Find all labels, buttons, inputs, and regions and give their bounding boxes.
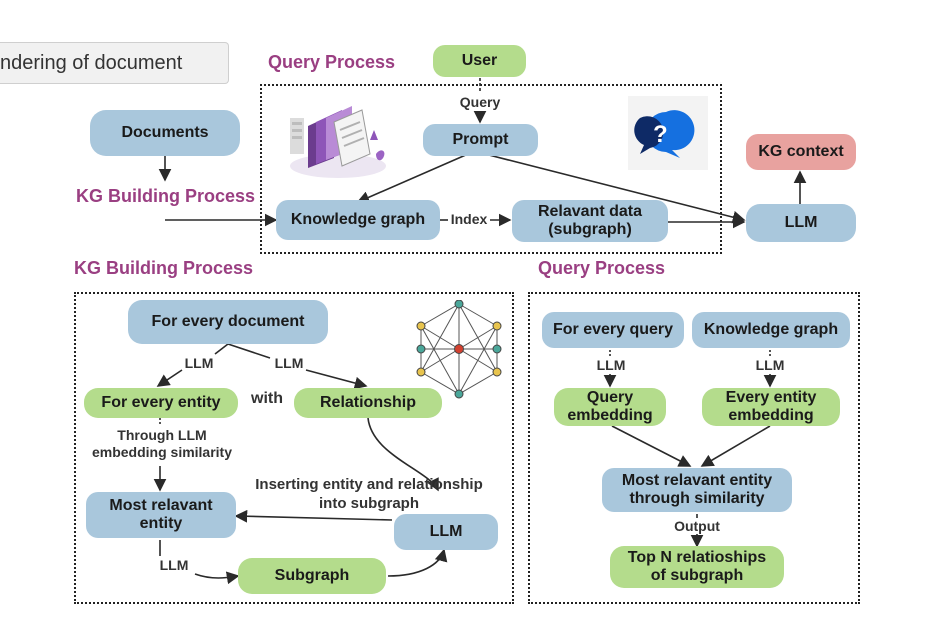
for-every-query-node: For every query — [542, 312, 684, 348]
relevant-data-line1: Relavant data — [537, 202, 643, 220]
entity-embedding-node: Every entity embedding — [702, 388, 840, 426]
query-process-frame — [260, 84, 722, 254]
right-knowledge-graph-node: Knowledge graph — [692, 312, 850, 348]
left-llm-node: LLM — [394, 514, 498, 550]
output-label: Output — [674, 518, 720, 534]
top-n-line2: of subgraph — [650, 567, 744, 584]
through-llm-label: Through LLM embedding similarity — [74, 427, 250, 461]
most-relevant-entity-node: Most relavant entity — [86, 492, 236, 538]
svg-text:?: ? — [653, 121, 668, 148]
index-label: Index — [450, 211, 488, 227]
relevant-data-line2: (subgraph) — [548, 221, 632, 238]
left-llm-label-c: LLM — [159, 557, 189, 573]
document-stack-icon — [290, 106, 386, 178]
query-label: Query — [459, 94, 501, 110]
most-relevant-line1: Most relavant — [109, 496, 213, 514]
through-llm-line1: Through LLM — [117, 427, 207, 443]
for-every-entity-node: For every entity — [84, 388, 238, 418]
prompt-node: Prompt — [423, 124, 538, 156]
left-llm-label-b: LLM — [274, 355, 304, 371]
left-kg-building-title: KG Building Process — [74, 258, 254, 278]
right-llm-label-b: LLM — [755, 357, 785, 373]
tooltip: ndering of document — [0, 42, 229, 84]
query-embedding-node: Query embedding — [554, 388, 666, 426]
entity-embedding-line1: Every entity — [725, 388, 817, 406]
left-llm-label-a: LLM — [184, 355, 214, 371]
right-llm-label-a: LLM — [596, 357, 626, 373]
kg-context-node: KG context — [746, 134, 856, 170]
subgraph-node: Subgraph — [238, 558, 386, 594]
network-graph-icon — [416, 300, 502, 399]
relevant-data-node: Relavant data (subgraph) — [512, 200, 668, 242]
query-process-frame-bottom — [528, 292, 860, 604]
top-n-node: Top N relatioships of subgraph — [610, 546, 784, 588]
most-relevant-line2: entity — [139, 515, 183, 532]
tooltip-text: ndering of document — [0, 51, 183, 74]
documents-node: Documents — [90, 110, 240, 156]
most-relevant-similarity-line1: Most relavant entity — [621, 471, 773, 489]
relationship-node: Relationship — [294, 388, 442, 418]
right-query-process-title: Query Process — [538, 258, 666, 278]
for-every-document-node: For every document — [128, 300, 328, 344]
with-label: with — [251, 390, 283, 407]
query-embedding-line1: Query — [586, 388, 634, 406]
through-llm-line2: embedding similarity — [91, 443, 233, 460]
most-relevant-similarity-line2: through similarity — [629, 490, 765, 507]
entity-embedding-line2: embedding — [728, 407, 814, 424]
top-query-process-title: Query Process — [268, 52, 396, 72]
query-embedding-line2: embedding — [567, 407, 653, 424]
most-relevant-similarity-node: Most relavant entity through similarity — [602, 468, 792, 512]
top-llm-node: LLM — [746, 204, 856, 242]
inserting-line1: Inserting entity and relationship — [255, 476, 483, 493]
inserting-label: Inserting entity and relationship into s… — [238, 476, 500, 514]
kg-building-frame — [74, 292, 514, 604]
top-n-line1: Top N relatioships — [627, 548, 767, 566]
user-node: User — [433, 45, 526, 77]
inserting-line2: into subgraph — [319, 494, 419, 512]
top-kg-building-title: KG Building Process — [76, 186, 256, 206]
question-chat-icon: ? — [628, 96, 708, 170]
knowledge-graph-node: Knowledge graph — [276, 200, 440, 240]
